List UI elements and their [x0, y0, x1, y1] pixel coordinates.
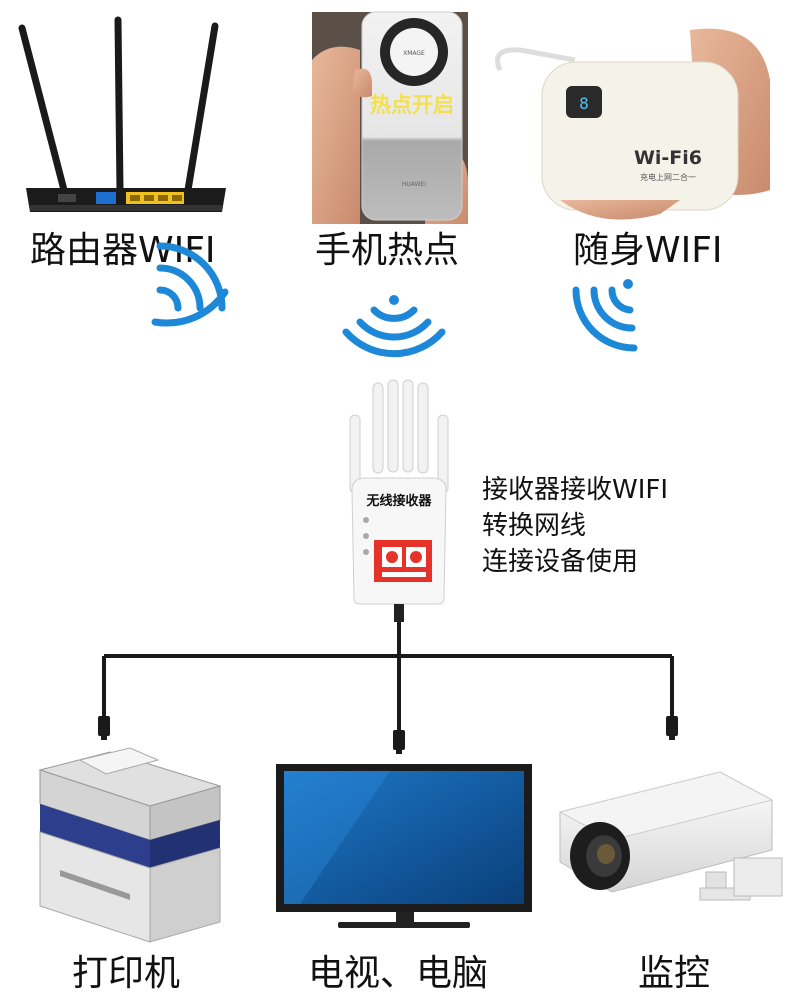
security-camera-icon: [558, 771, 783, 901]
monitor-icon: [276, 764, 532, 928]
wifi-waves-icon: [572, 279, 638, 352]
receiver-description: 接收器接收WIFI 转换网线 连接设备使用: [482, 472, 668, 580]
wireless-receiver-icon: 无线接收器: [349, 379, 449, 622]
portable-wifi-icon: 8 Wi-Fi6 充电上网二合一: [495, 28, 770, 220]
source-label-portable: 随身WIFI: [573, 230, 723, 271]
device-label-printer: 打印机: [72, 953, 180, 994]
wifi-waves-icon: [151, 242, 229, 327]
router-icon: [18, 16, 226, 212]
device-label-tv-pc: 电视、电脑: [308, 953, 488, 994]
svg-text:8: 8: [579, 94, 589, 113]
network-cable-tree: [102, 622, 674, 738]
receiver-description-line: 连接设备使用: [482, 547, 639, 577]
svg-text:XMAGE: XMAGE: [403, 50, 425, 57]
printer-icon: [38, 747, 222, 943]
source-label-phone: 手机热点: [315, 230, 459, 271]
portable-wifi-subtext: 充电上网二合一: [640, 172, 696, 182]
portable-wifi-brand: Wi-Fi6: [634, 147, 702, 169]
receiver-label: 无线接收器: [365, 493, 432, 509]
receiver-description-line: 转换网线: [482, 511, 587, 541]
receiver-description-line: 接收器接收WIFI: [482, 475, 668, 505]
phone-screen-text: 热点开启: [370, 93, 454, 117]
phone-brand-text: HUAWEI: [402, 181, 426, 188]
device-label-camera: 监控: [638, 953, 710, 994]
rj45-connector: [98, 716, 678, 754]
phone-icon: XMAGE 热点开启 HUAWEI: [312, 11, 469, 225]
wifi-waves-icon: [342, 295, 446, 358]
